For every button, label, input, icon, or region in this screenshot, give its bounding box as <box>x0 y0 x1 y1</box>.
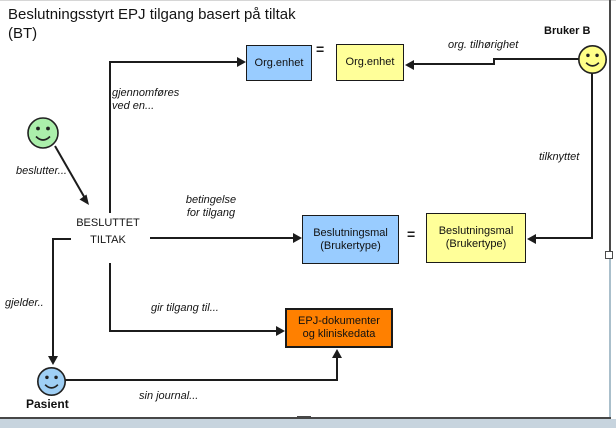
pasient-smiley[interactable] <box>36 366 67 397</box>
org-enhet-blue-box[interactable]: Org.enhet <box>246 45 312 81</box>
pasient-label: Pasient <box>26 397 69 411</box>
annotation-betingelse-line2: for tilgang <box>186 207 236 219</box>
connector-brukerb-orgenhet-seg2 <box>413 63 495 65</box>
arrowhead-into-beslutningsmal-blue <box>293 233 302 243</box>
connector-pasient-epj-h <box>64 379 338 381</box>
arrowhead-into-beslutningsmal-yellow <box>527 234 536 244</box>
annotation-gir-tilgang: gir tilgang til... <box>151 302 219 314</box>
connector-brukerb-beslutningsmal-v <box>591 71 593 238</box>
page-right-border <box>609 0 611 251</box>
arrowhead-into-epj <box>276 326 285 336</box>
annotation-betingelse: betingelse for tilgang <box>180 194 242 220</box>
beslutningsmal-yellow-line1: Beslutningsmal <box>438 225 514 237</box>
selection-handle-bottom[interactable] <box>297 416 311 420</box>
connector-tiltak-pasient-h <box>53 238 71 240</box>
bruker-b-smiley[interactable] <box>577 44 608 75</box>
epj-dokumenter-box[interactable]: EPJ-dokumenter og kliniskedata <box>285 308 393 348</box>
connector-brukerb-orgenhet-seg1 <box>493 58 580 60</box>
annotation-org-tilhorighet: org. tilhørighet <box>448 39 519 51</box>
besluttet-tiltak-line1: BESLUTTET <box>76 217 140 229</box>
connector-tiltak-epj-v <box>109 263 111 332</box>
arrowhead-into-epj-bottom <box>332 349 342 358</box>
connector-beslutter-tiltak <box>54 145 89 205</box>
page-right-border-lower <box>609 258 611 418</box>
epj-dokumenter-line2: og kliniskedata <box>302 328 376 340</box>
arrowhead-into-orgenhet-blue <box>237 57 246 67</box>
beslutningsmal-yellow-line2: (Brukertype) <box>445 238 507 250</box>
connector-tiltak-pasient-v <box>52 238 54 356</box>
equals-beslutningsmal: = <box>407 226 416 242</box>
selection-handle[interactable] <box>605 251 613 259</box>
page-title-line1: Beslutningsstyrt EPJ tilgang basert på t… <box>8 6 296 23</box>
annotation-gjennomfores: gjennomføres ved en... <box>112 87 179 113</box>
equals-orgenhet: = <box>316 41 325 57</box>
horizontal-scrollbar-track[interactable] <box>0 419 616 428</box>
connector-tiltak-orgenhet-v <box>109 61 111 213</box>
epj-dokumenter-line1: EPJ-dokumenter <box>298 315 380 327</box>
connector-brukerb-beslutningsmal-h <box>532 237 593 239</box>
connector-tiltak-beslutningsmal <box>150 237 296 239</box>
page-title-line2: (BT) <box>8 25 38 42</box>
annotation-tilknyttet: tilknyttet <box>539 151 580 163</box>
org-enhet-blue-label: Org.enhet <box>254 56 304 69</box>
annotation-beslutter: beslutter... <box>16 165 67 177</box>
beslutningsmal-yellow-box[interactable]: Beslutningsmal (Brukertype) <box>426 213 526 263</box>
connector-brukerb-orgenhet-jog <box>493 58 495 65</box>
besluttet-tiltak-node: BESLUTTET TILTAK <box>66 215 150 249</box>
beslutningsmal-blue-line2: (Brukertype) <box>320 239 381 252</box>
org-enhet-yellow-label: Org.enhet <box>345 56 395 68</box>
bruker-b-label: Bruker B <box>544 25 591 37</box>
page-top-border <box>0 0 616 1</box>
page-title: Beslutningsstyrt EPJ tilgang basert på t… <box>8 5 296 43</box>
beslutningsmal-blue-line1: Beslutningsmal <box>313 226 388 239</box>
beslutningsmal-blue-box[interactable]: Beslutningsmal (Brukertype) <box>302 215 399 264</box>
annotation-betingelse-line1: betingelse <box>185 194 237 206</box>
arrowhead-into-pasient <box>48 356 58 365</box>
connector-pasient-epj-v <box>336 356 338 381</box>
org-enhet-yellow-box[interactable]: Org.enhet <box>336 44 404 81</box>
beslutter-smiley[interactable] <box>26 116 60 150</box>
annotation-gjelder: gjelder.. <box>5 297 44 309</box>
annotation-gjennomfores-line1: gjennomføres <box>112 87 180 99</box>
annotation-gjennomfores-line2: ved en... <box>112 100 155 112</box>
connector-tiltak-epj-h <box>109 330 279 332</box>
besluttet-tiltak-line2: TILTAK <box>90 234 126 246</box>
annotation-sin-journal: sin journal... <box>139 390 199 402</box>
connector-tiltak-orgenhet-h <box>109 61 241 63</box>
arrowhead-into-orgenhet-yellow <box>405 60 414 70</box>
